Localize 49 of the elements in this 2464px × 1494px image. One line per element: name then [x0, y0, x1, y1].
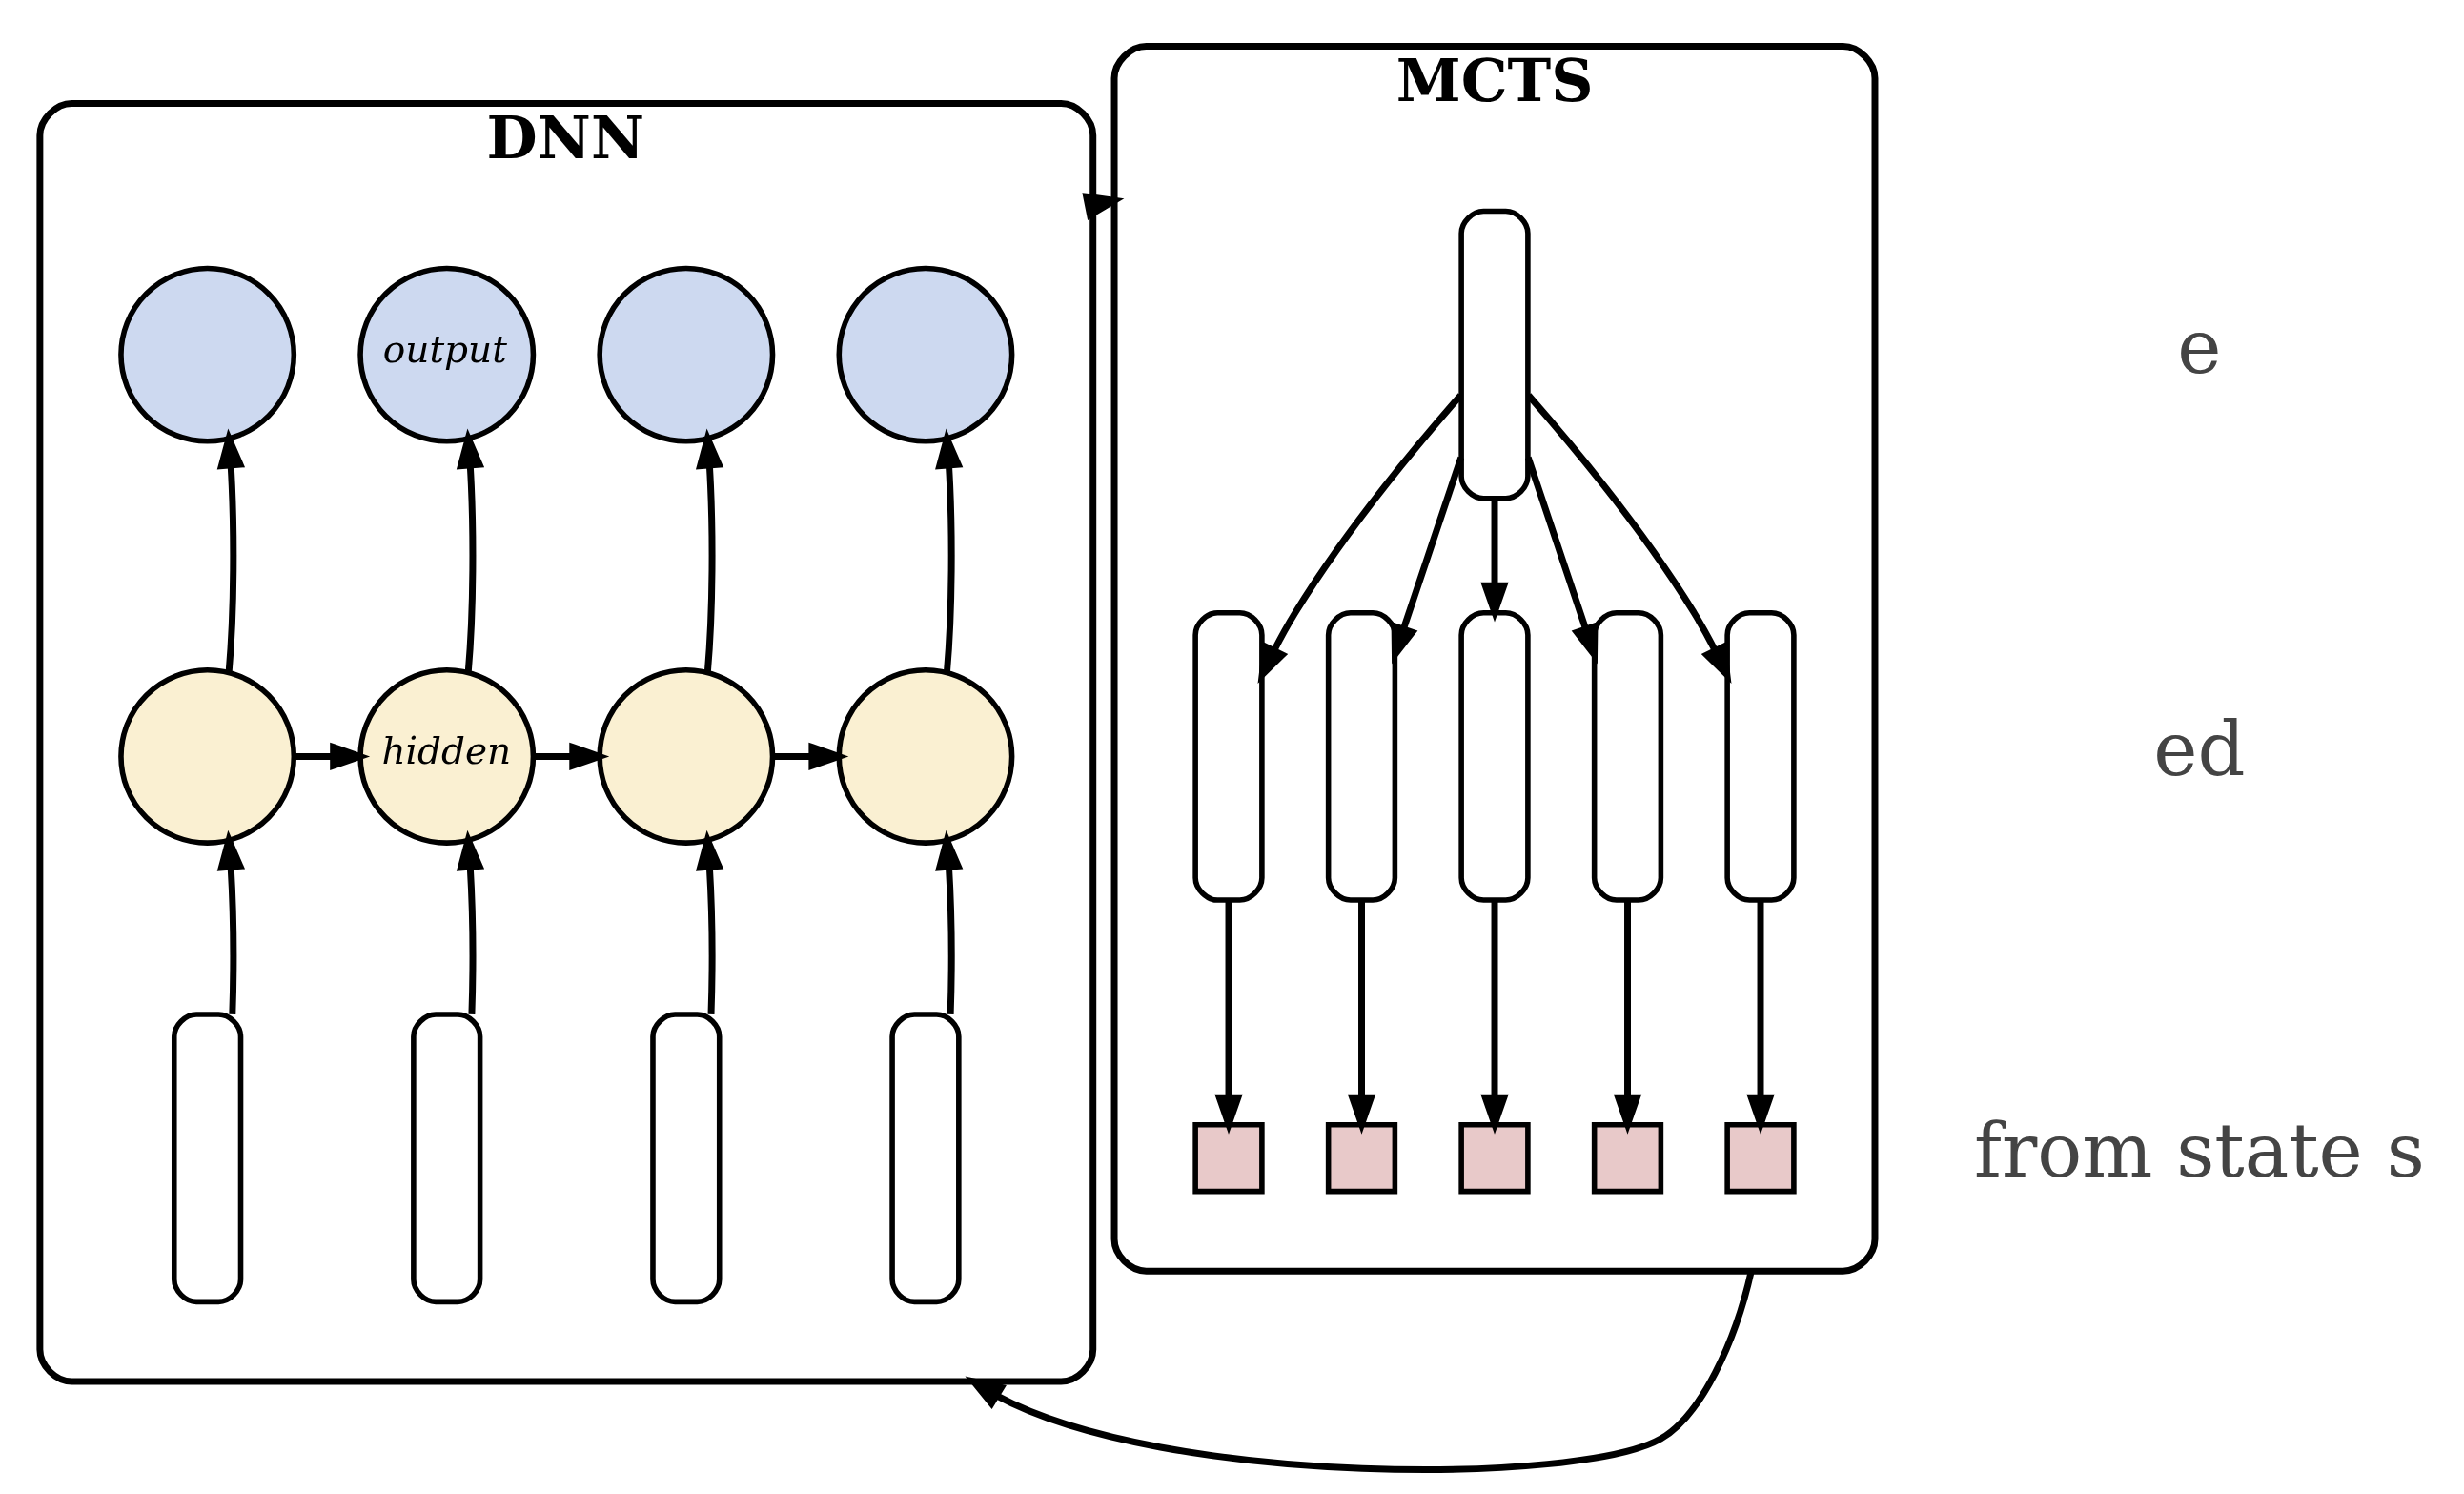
arrow	[534, 742, 610, 770]
node-box	[1325, 609, 1398, 903]
arrow	[1526, 392, 1732, 684]
label: from state s	[1974, 1106, 2425, 1194]
node-circle	[118, 265, 297, 444]
arrow	[1480, 499, 1509, 623]
node-box	[1591, 1121, 1664, 1194]
node-box	[1325, 1121, 1398, 1194]
arrow	[773, 742, 849, 770]
cluster: MCTS	[1110, 42, 1879, 1275]
node-box	[889, 1011, 962, 1304]
node-circle	[836, 666, 1015, 846]
node-box	[1458, 208, 1531, 501]
arrow	[456, 428, 485, 672]
arrow	[456, 829, 485, 1014]
arrow	[1391, 456, 1465, 664]
arrow	[1082, 192, 1125, 220]
label: e	[2177, 302, 2222, 390]
arrow	[216, 829, 246, 1014]
arrow	[294, 742, 371, 770]
node-box	[1724, 1121, 1797, 1194]
node-box	[1724, 609, 1797, 903]
label: ed	[2153, 705, 2246, 792]
arrow	[935, 829, 964, 1014]
arrow	[1613, 900, 1642, 1135]
arrow	[695, 428, 724, 672]
node-circle	[597, 666, 776, 846]
arrow	[1257, 392, 1464, 684]
node-box	[1458, 609, 1531, 903]
node-box	[1591, 609, 1664, 903]
node-circle: output	[357, 265, 537, 444]
node-circle	[597, 265, 776, 444]
node-box	[1458, 1121, 1531, 1194]
node-box	[1192, 1121, 1265, 1194]
node-box	[650, 1011, 723, 1304]
arrow	[695, 829, 724, 1014]
node-circle: hidden	[357, 666, 537, 846]
arrow	[1214, 900, 1243, 1135]
arrow	[1347, 900, 1376, 1135]
node-box	[1192, 609, 1265, 903]
node-box	[411, 1011, 483, 1304]
arrow	[935, 428, 964, 672]
node-circle	[836, 265, 1015, 444]
node-box	[172, 1011, 244, 1304]
arrow	[1480, 900, 1509, 1135]
arrow	[1746, 900, 1775, 1135]
node-circle	[118, 666, 297, 846]
arrow	[1524, 456, 1599, 664]
arrow	[216, 428, 246, 672]
